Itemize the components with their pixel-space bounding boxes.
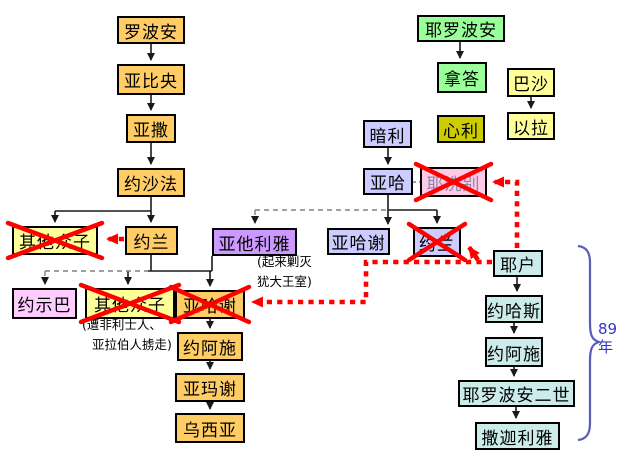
node-other_sons_1: 其他众子 bbox=[12, 226, 98, 255]
arrow-jehu-to-jezebel bbox=[492, 176, 520, 248]
node-jehosheba: 约示巴 bbox=[12, 288, 77, 319]
node-zimri: 心利 bbox=[437, 115, 485, 143]
athaliah-note-line2: 犹大王室) bbox=[257, 274, 312, 289]
node-jeroboam: 耶罗波安 bbox=[417, 15, 505, 42]
node-jeroboam_ii: 耶罗波安二世 bbox=[458, 380, 575, 407]
node-amaziah: 亚玛谢 bbox=[175, 373, 245, 402]
duration-unit: 年 bbox=[598, 338, 614, 356]
node-uzziah: 乌西亚 bbox=[175, 413, 245, 443]
node-ahaziah_judah: 亚哈谢 bbox=[175, 290, 245, 319]
curly-brace bbox=[577, 244, 603, 442]
node-jehoshaphat: 约沙法 bbox=[117, 168, 185, 197]
node-joram_israel: 约兰 bbox=[413, 227, 461, 257]
node-joash_israel: 约阿施 bbox=[485, 337, 543, 367]
node-ahab: 亚哈 bbox=[363, 168, 413, 195]
duration-label: 89 年 bbox=[598, 320, 617, 356]
athaliah-note-line1: (起来剿灭 bbox=[257, 254, 312, 269]
node-jezebel: 耶洗别 bbox=[420, 167, 487, 197]
duration-years: 89 bbox=[598, 320, 618, 338]
node-omri: 暗利 bbox=[363, 120, 412, 148]
node-jehu: 耶户 bbox=[493, 250, 543, 277]
other-sons-note-line2: 亚拉伯人掳走) bbox=[92, 337, 172, 352]
node-nadab: 拿答 bbox=[437, 62, 487, 93]
node-elah: 以拉 bbox=[507, 112, 555, 140]
athaliah-note: (起来剿灭 犹大王室) bbox=[257, 252, 312, 292]
other-sons-note: (遭非利士人、 亚拉伯人掳走) bbox=[82, 315, 172, 355]
node-athaliah: 亚他利雅 bbox=[212, 228, 297, 256]
arrow-jehu-to-joram bbox=[467, 245, 480, 262]
node-ahaziah_israel: 亚哈谢 bbox=[327, 228, 390, 255]
node-zechariah: 撒迦利雅 bbox=[475, 422, 560, 450]
node-jehoahaz: 约哈斯 bbox=[485, 295, 543, 323]
node-joash_judah: 约阿施 bbox=[177, 332, 243, 361]
other-sons-note-line1: (遭非利士人、 bbox=[82, 317, 162, 332]
node-asa: 亚撒 bbox=[126, 114, 176, 143]
node-rehoboam: 罗波安 bbox=[117, 16, 185, 44]
node-abijah: 亚比央 bbox=[117, 64, 185, 95]
node-baasha: 巴沙 bbox=[507, 68, 555, 97]
node-jehoram_judah: 约兰 bbox=[125, 226, 178, 255]
